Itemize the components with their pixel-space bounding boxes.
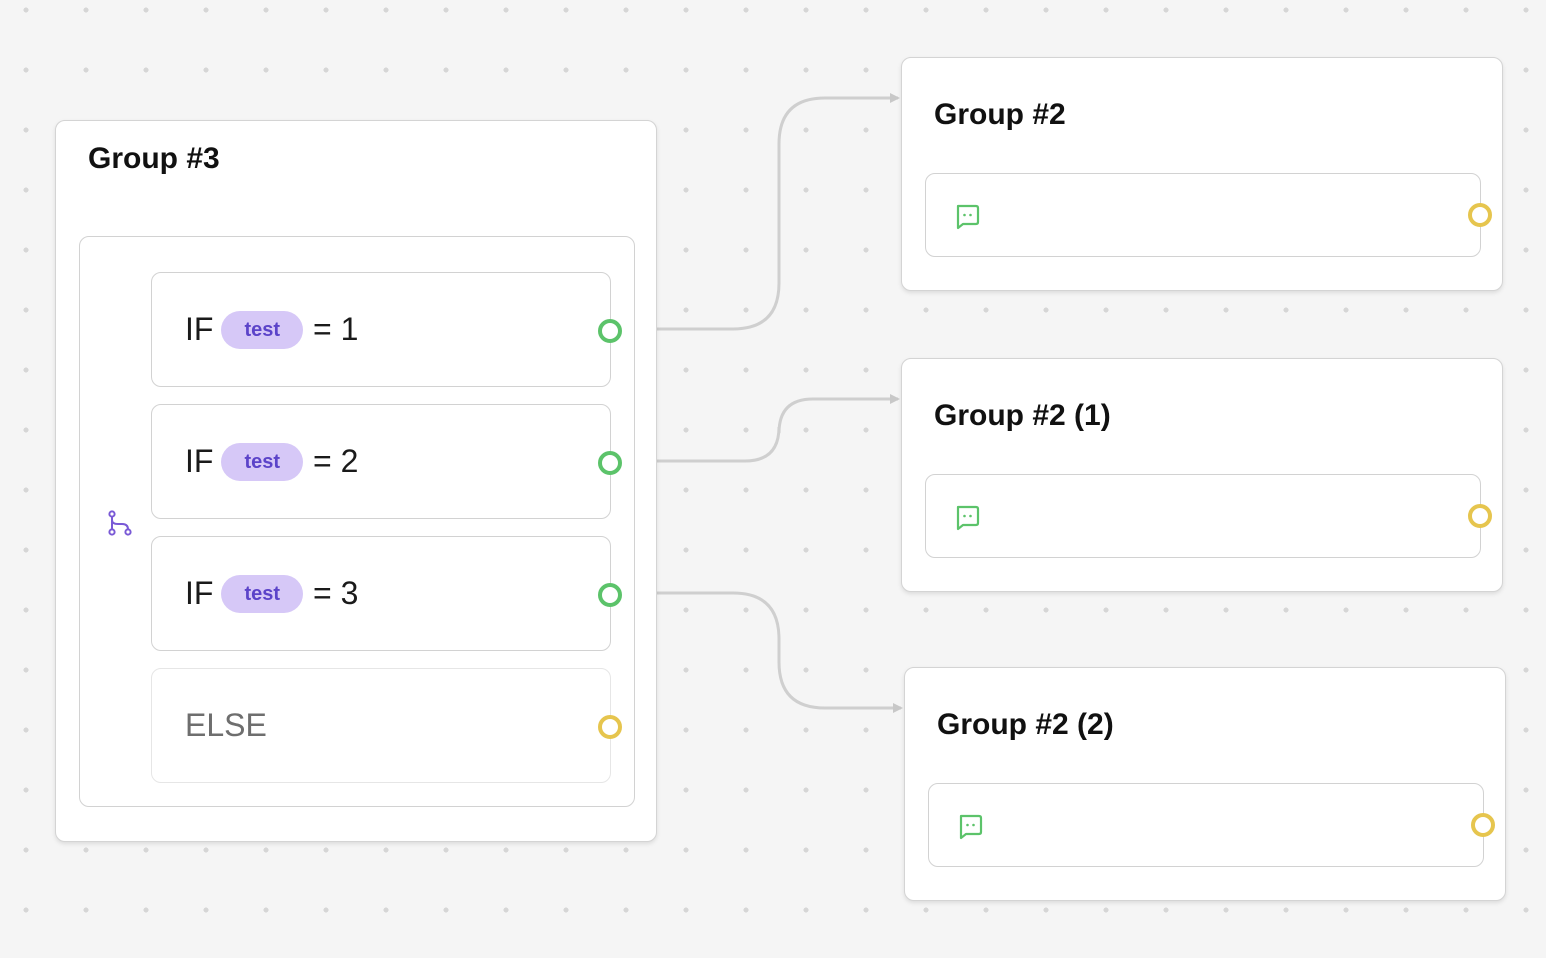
block-output-handle[interactable] [1468, 203, 1492, 227]
edge-cond1-to-group2[interactable] [656, 93, 900, 331]
group-title[interactable]: Group #2 [934, 98, 1066, 131]
block-output-handle[interactable] [1468, 504, 1492, 528]
variable-pill[interactable]: test [221, 574, 304, 613]
else-output-handle[interactable] [598, 714, 622, 739]
else-item[interactable]: ELSE [151, 668, 622, 783]
condition-item-2[interactable]: IF test = 2 [151, 404, 622, 519]
edge-cond2-to-group2-1[interactable] [656, 394, 900, 463]
condition-value: = 1 [313, 311, 359, 347]
variable-pill[interactable]: test [221, 310, 304, 349]
text-bubble-block[interactable] [925, 474, 1492, 558]
group-title[interactable]: Group #2 (2) [937, 708, 1114, 741]
chat-bubble-icon [959, 814, 983, 840]
group-node-target-2[interactable]: Group #2 (1) [901, 358, 1503, 592]
group-title[interactable]: Group #3 [88, 142, 220, 175]
group-node-target-3[interactable]: Group #2 (2) [904, 667, 1506, 901]
block-output-handle[interactable] [1471, 813, 1495, 837]
group-node-target-1[interactable]: Group #2 [901, 57, 1503, 291]
group-node-source[interactable]: Group #3 IF test = 1 IF test = 2 [55, 120, 657, 842]
condition-output-handle[interactable] [598, 582, 622, 607]
text-bubble-block[interactable] [928, 783, 1495, 867]
edge-cond3-to-group2-2[interactable] [656, 591, 903, 713]
group-title[interactable]: Group #2 (1) [934, 399, 1111, 432]
condition-keyword: IF [185, 575, 214, 611]
condition-output-handle[interactable] [598, 450, 622, 475]
condition-block[interactable]: IF test = 1 IF test = 2 IF test = 3 [79, 236, 635, 807]
condition-keyword: IF [185, 311, 214, 347]
condition-value: = 3 [313, 575, 359, 611]
else-label: ELSE [185, 707, 267, 743]
condition-keyword: IF [185, 443, 214, 479]
chat-bubble-icon [956, 204, 980, 230]
chat-bubble-icon [956, 505, 980, 531]
branch-icon [108, 510, 132, 536]
condition-item-1[interactable]: IF test = 1 [151, 272, 622, 387]
condition-item-3[interactable]: IF test = 3 [151, 536, 622, 651]
condition-output-handle[interactable] [598, 318, 622, 343]
condition-value: = 2 [313, 443, 359, 479]
text-bubble-block[interactable] [925, 173, 1492, 257]
variable-pill[interactable]: test [221, 442, 304, 481]
